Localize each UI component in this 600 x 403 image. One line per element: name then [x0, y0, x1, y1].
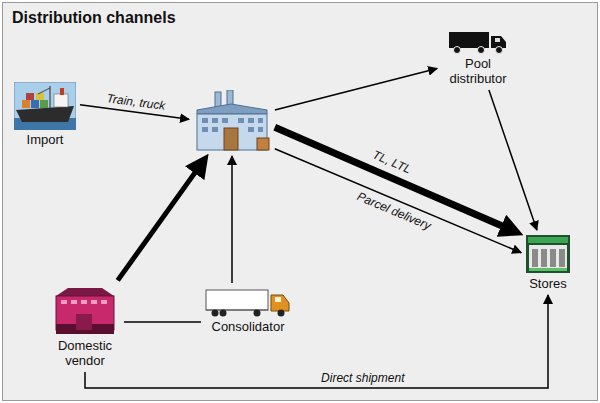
node-label: Stores [529, 276, 567, 291]
edge-label: Direct shipment [321, 371, 404, 385]
ship-icon [14, 82, 76, 130]
edge-label: Train, truck [106, 91, 166, 113]
thick-arrow [118, 165, 201, 280]
node-label: Domestic vendor [50, 338, 120, 368]
node-label: Pool distributor [441, 56, 515, 86]
vendor-building-icon [54, 284, 116, 336]
store-icon [525, 234, 571, 274]
stores-node: Stores [523, 232, 573, 293]
import-node: Import [12, 80, 78, 149]
connector-arrow [489, 90, 537, 230]
connector-arrow [275, 69, 437, 111]
warehouse-icon [193, 90, 271, 152]
domestic-vendor-node: Domestic vendor [48, 282, 122, 370]
pool-distributor-node: Pool distributor [439, 28, 517, 88]
edge-label: TL, LTL [370, 147, 413, 176]
node-label: Import [27, 132, 64, 147]
connector-arrow [124, 321, 201, 323]
diagram-title: Distribution channels [12, 9, 176, 27]
consolidator-node: Consolidator [203, 285, 293, 336]
node-label: Consolidator [212, 319, 285, 334]
truck-icon [449, 30, 507, 54]
warehouse-node [191, 88, 273, 154]
edge-label: Parcel delivery [355, 189, 433, 233]
connector-arrow [85, 295, 548, 388]
consolidator-truck-icon [205, 287, 291, 317]
connector-arrow [231, 156, 233, 283]
